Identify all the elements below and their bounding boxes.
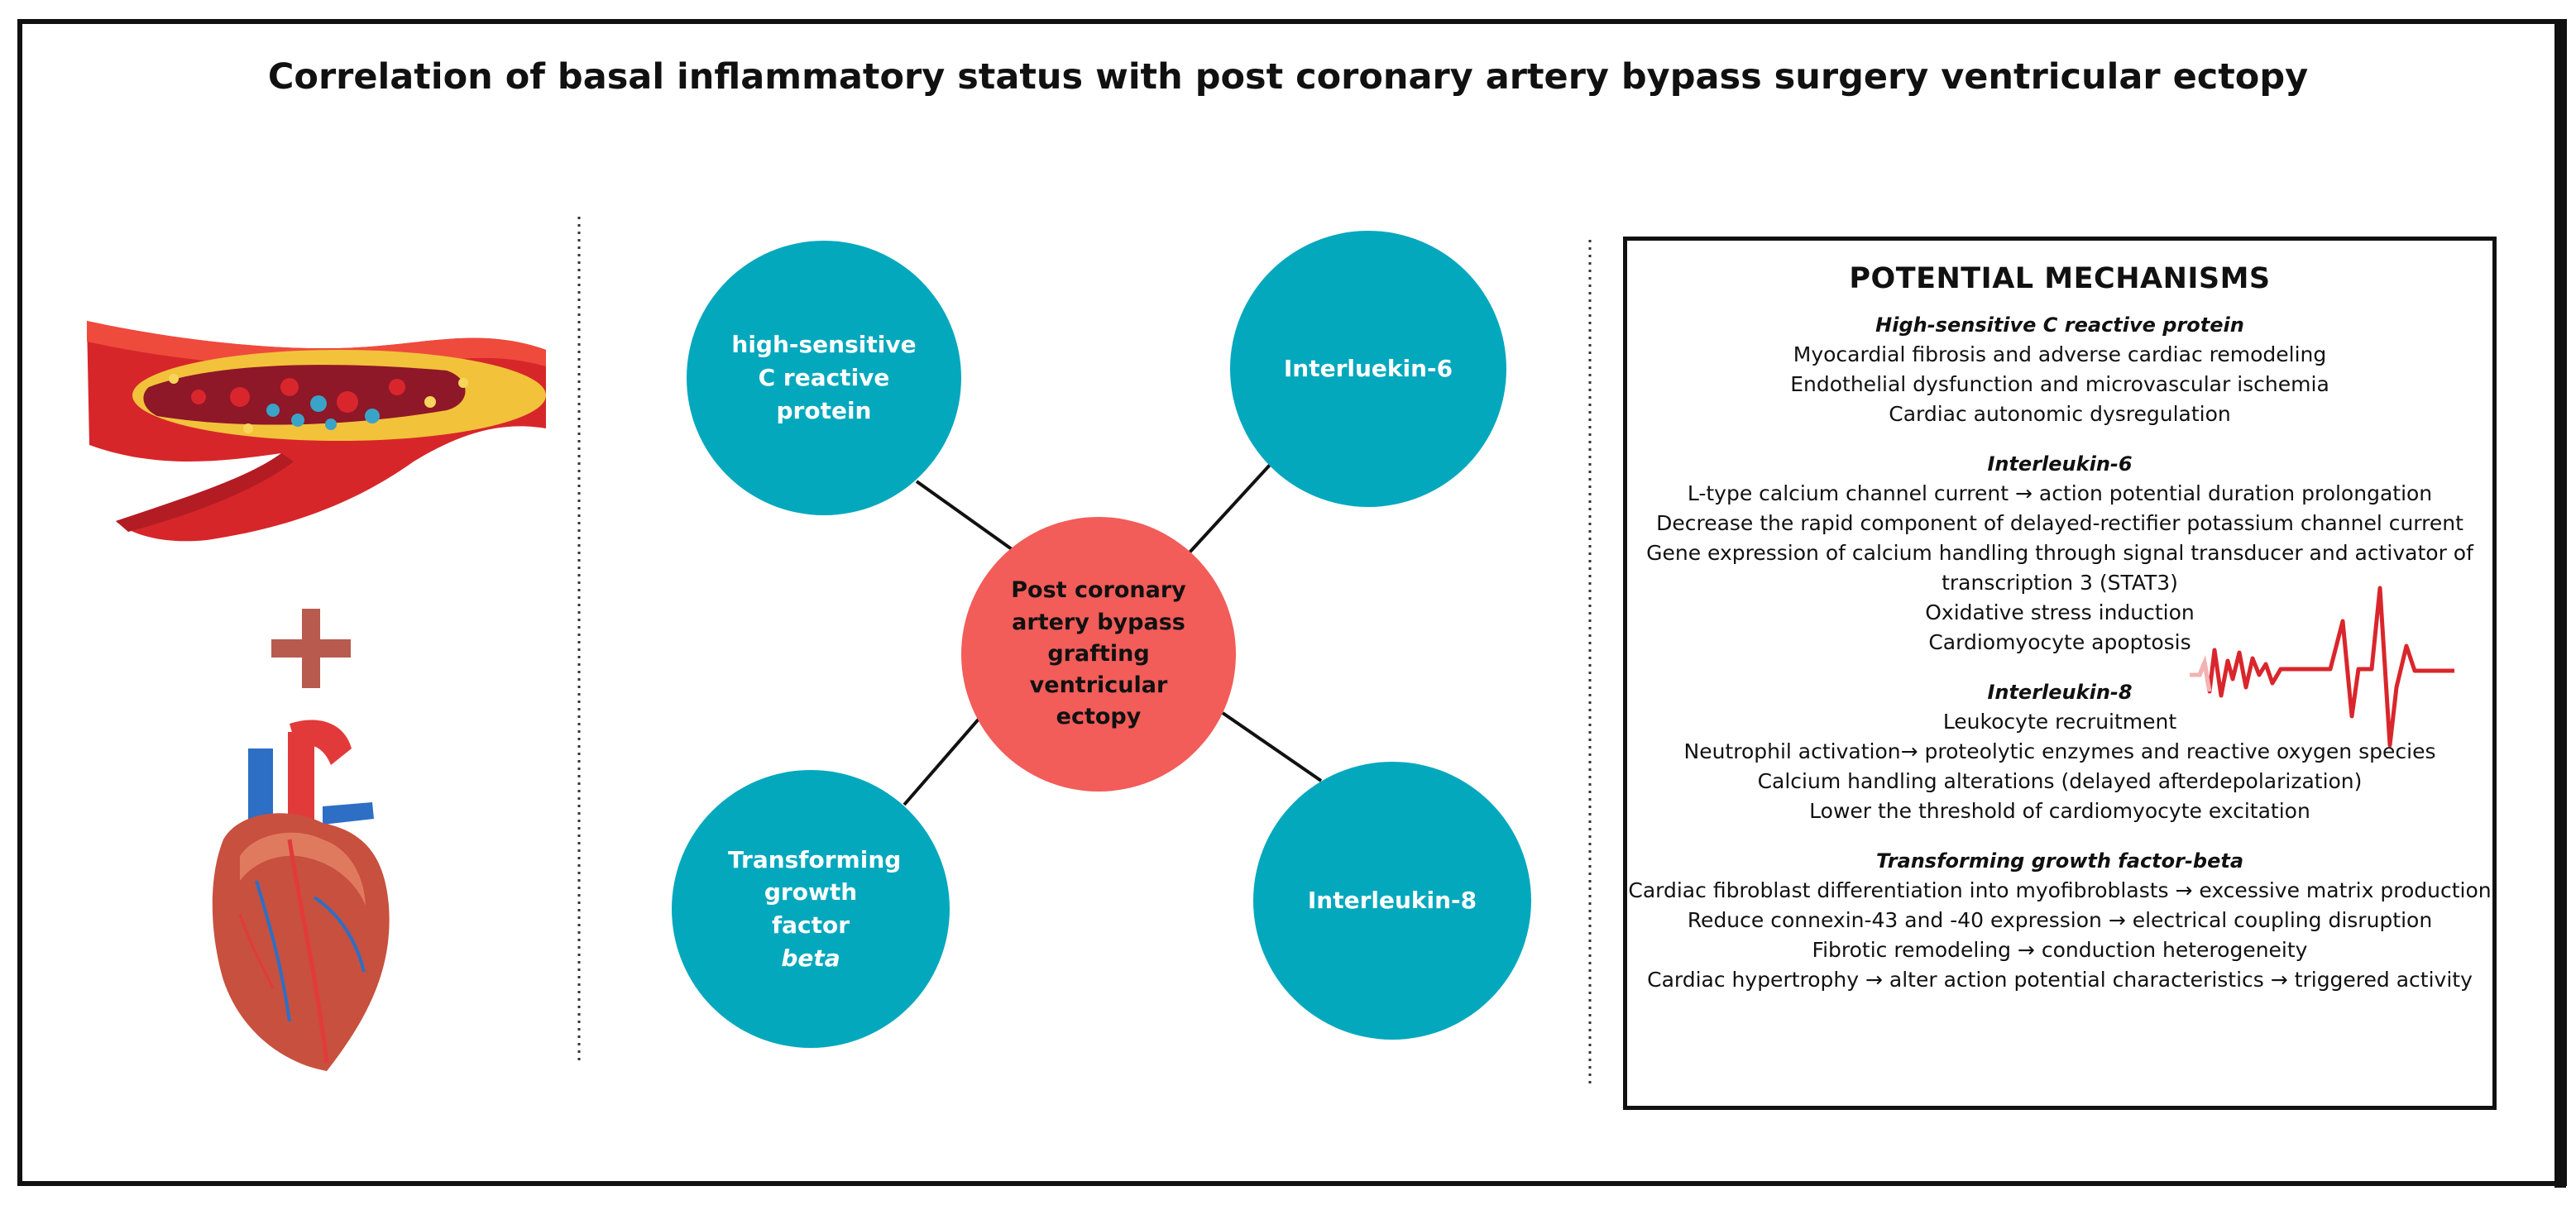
node-il8-label: Interleukin-8 — [1307, 887, 1477, 915]
node-crp: high-sensitive C reactive protein — [687, 241, 961, 515]
connector-crp — [915, 480, 1019, 555]
node-crp-label: high-sensitive C reactive protein — [731, 331, 917, 424]
mechanism-item: Oxidative stress induction — [1925, 600, 2195, 624]
mechanism-item: Lower the threshold of cardiomyocyte exc… — [1809, 799, 2310, 823]
mechanisms-heading: POTENTIAL MECHANISMS — [1849, 262, 2271, 295]
mechanism-item: transcription 3 (STAT3) — [1942, 571, 2178, 595]
mechanism-section-il6: Interleukin-6 L-type calcium channel cur… — [1627, 449, 2492, 658]
node-il8: Interleukin-8 — [1253, 762, 1531, 1040]
mechanism-item: Cardiomyocyte apoptosis — [1928, 630, 2191, 654]
mechanism-section-crp: High-sensitive C reactive protein Myocar… — [1627, 310, 2492, 429]
mechanism-item: Fibrotic remodeling → conduction heterog… — [1812, 938, 2308, 962]
mechanism-item: Neutrophil activation→ proteolytic enzym… — [1683, 739, 2436, 763]
mechanism-item: Decrease the rapid component of delayed-… — [1656, 511, 2463, 535]
section-title: Transforming growth factor-beta — [1875, 849, 2244, 873]
node-il6-label: Interluekin-6 — [1283, 355, 1453, 383]
mechanism-item: Cardiac autonomic dysregulation — [1889, 402, 2231, 426]
node-center: Post coronary artery bypass grafting ven… — [961, 517, 1236, 792]
section-title: Interleukin-8 — [1987, 681, 2133, 704]
connector-il8 — [1221, 711, 1323, 782]
mechanism-item: Leukocyte recruitment — [1942, 710, 2177, 734]
node-il6: Interluekin-6 — [1230, 231, 1506, 507]
mechanism-item: Cardiac fibroblast differentiation into … — [1628, 878, 2492, 902]
plus-icon — [271, 609, 351, 688]
mechanism-item: Cardiac hypertrophy → alter action poten… — [1647, 968, 2473, 992]
mechanisms-box: POTENTIAL MECHANISMS High-sensitive C re… — [1623, 237, 2497, 1110]
mechanism-item: Gene expression of calcium handling thro… — [1646, 541, 2473, 565]
node-tgf-label: Transforming growth factor — [728, 845, 902, 940]
section-title: Interleukin-6 — [1987, 452, 2133, 476]
mechanism-section-tgf: Transforming growth factor-beta Cardiac … — [1627, 846, 2492, 995]
blood-vessel-illustration — [87, 321, 546, 542]
section-title: High-sensitive C reactive protein — [1875, 313, 2244, 337]
ecg-waveform-icon — [2190, 586, 2454, 748]
mechanism-item: Reduce connexin-43 and -40 expression → … — [1687, 908, 2433, 932]
heart-illustration — [212, 720, 390, 1071]
node-tgf: Transforming growth factor beta — [672, 770, 950, 1048]
mechanism-item: Endothelial dysfunction and microvascula… — [1790, 372, 2329, 396]
mechanism-section-il8: Interleukin-8 Leukocyte recruitment Neut… — [1627, 677, 2492, 826]
figure-title: Correlation of basal inflammatory status… — [267, 56, 2309, 98]
node-tgf-label-italic: beta — [781, 944, 840, 972]
mechanism-item: Myocardial fibrosis and adverse cardiac … — [1793, 342, 2327, 366]
mechanism-item: L-type calcium channel current → action … — [1687, 481, 2433, 505]
mechanism-item: Calcium handling alterations (delayed af… — [1757, 769, 2363, 793]
node-center-label: Post coronary artery bypass grafting ven… — [1011, 577, 1186, 730]
connector-tgf — [903, 715, 983, 806]
connector-il6 — [1187, 462, 1273, 555]
